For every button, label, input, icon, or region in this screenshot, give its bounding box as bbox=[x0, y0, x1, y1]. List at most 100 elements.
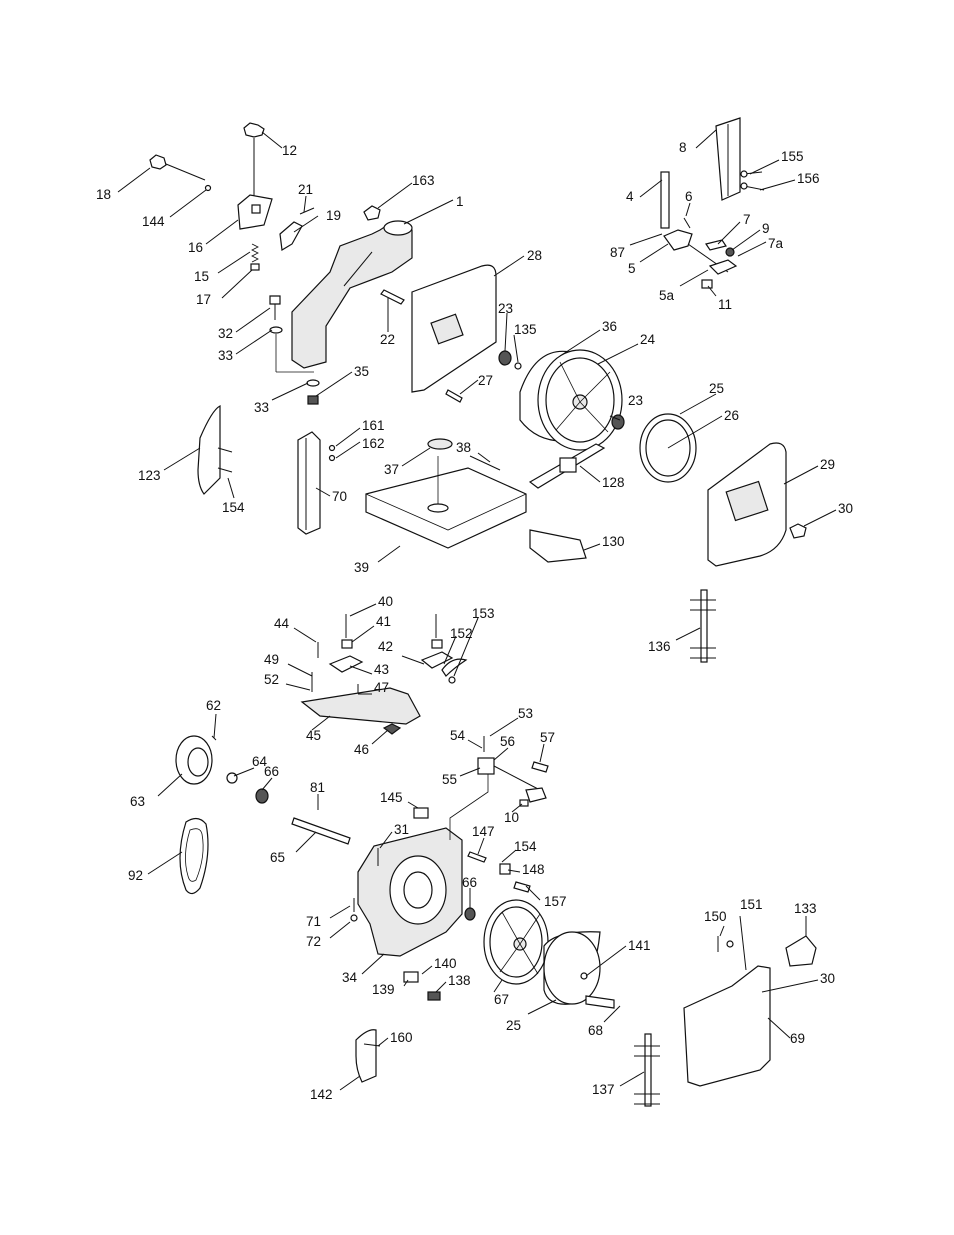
callout-10: 10 bbox=[504, 810, 519, 825]
drive-group bbox=[175, 735, 351, 895]
callout-64: 64 bbox=[252, 754, 268, 769]
callout-65: 65 bbox=[270, 850, 285, 865]
callout-62: 62 bbox=[206, 698, 221, 713]
callout-16: 16 bbox=[188, 240, 203, 255]
callout-17: 17 bbox=[196, 292, 211, 307]
callout-31: 31 bbox=[394, 822, 409, 837]
callout-148: 148 bbox=[522, 862, 545, 877]
callout-138: 138 bbox=[448, 973, 471, 988]
callout-46: 46 bbox=[354, 742, 369, 757]
callout-8: 8 bbox=[679, 140, 687, 155]
callout-42: 42 bbox=[378, 639, 393, 654]
callout-141: 141 bbox=[628, 938, 651, 953]
callout-34: 34 bbox=[342, 970, 358, 985]
callout-151: 151 bbox=[740, 897, 763, 912]
callout-152: 152 bbox=[450, 626, 473, 641]
callout-45: 45 bbox=[306, 728, 321, 743]
part-callouts: 12 18 144 16 15 17 21 19 163 1 32 33 33 … bbox=[96, 140, 853, 1102]
callout-154-lower: 154 bbox=[514, 839, 537, 854]
callout-43: 43 bbox=[374, 662, 389, 677]
callout-66: 66 bbox=[264, 764, 279, 779]
callout-25: 25 bbox=[709, 381, 724, 396]
callout-33-lower: 33 bbox=[254, 400, 269, 415]
callout-69: 69 bbox=[790, 1031, 805, 1046]
blade-guard-plates-right bbox=[690, 589, 716, 663]
callout-92: 92 bbox=[128, 868, 143, 883]
callout-6: 6 bbox=[685, 189, 693, 204]
callout-39: 39 bbox=[354, 560, 369, 575]
callout-35: 35 bbox=[354, 364, 369, 379]
callout-7a: 7a bbox=[768, 236, 784, 251]
callout-25-lower: 25 bbox=[506, 1018, 521, 1033]
callout-130: 130 bbox=[602, 534, 625, 549]
callout-150: 150 bbox=[704, 909, 727, 924]
callout-52: 52 bbox=[264, 672, 279, 687]
callout-1: 1 bbox=[456, 194, 464, 209]
callout-23-right: 23 bbox=[628, 393, 643, 408]
callout-54: 54 bbox=[450, 728, 466, 743]
callout-153: 153 bbox=[472, 606, 495, 621]
callout-55: 55 bbox=[442, 772, 457, 787]
lower-wheel-cover-right-group bbox=[639, 413, 807, 567]
lower-guide-group bbox=[300, 614, 468, 735]
callout-49: 49 bbox=[264, 652, 279, 667]
callout-63: 63 bbox=[130, 794, 145, 809]
callout-154: 154 bbox=[222, 500, 245, 515]
callout-157: 157 bbox=[544, 894, 567, 909]
callout-137: 137 bbox=[592, 1082, 615, 1097]
lower-cover-group bbox=[355, 935, 817, 1107]
callout-30: 30 bbox=[838, 501, 853, 516]
callout-5a: 5a bbox=[659, 288, 675, 303]
callout-28: 28 bbox=[527, 248, 542, 263]
callout-136: 136 bbox=[648, 639, 671, 654]
callout-68: 68 bbox=[588, 1023, 603, 1038]
callout-5: 5 bbox=[628, 261, 636, 276]
callout-24: 24 bbox=[640, 332, 656, 347]
callout-29: 29 bbox=[820, 457, 835, 472]
callout-140: 140 bbox=[434, 956, 457, 971]
callout-7: 7 bbox=[743, 212, 751, 227]
callout-12: 12 bbox=[282, 143, 297, 158]
callout-36: 36 bbox=[602, 319, 617, 334]
callout-160: 160 bbox=[390, 1030, 413, 1045]
callout-147: 147 bbox=[472, 824, 495, 839]
callout-56: 56 bbox=[500, 734, 515, 749]
callout-41: 41 bbox=[376, 614, 391, 629]
lower-frame-group bbox=[350, 807, 531, 1001]
callout-27: 27 bbox=[478, 373, 493, 388]
callout-26: 26 bbox=[724, 408, 739, 423]
callout-47: 47 bbox=[374, 680, 389, 695]
callout-37: 37 bbox=[384, 462, 399, 477]
table-group bbox=[197, 405, 606, 563]
blade-guide-group bbox=[660, 117, 765, 289]
callout-123: 123 bbox=[138, 468, 161, 483]
callout-87: 87 bbox=[610, 245, 625, 260]
callout-30-lower: 30 bbox=[820, 971, 835, 986]
callout-21: 21 bbox=[298, 182, 313, 197]
leader-lines bbox=[117, 129, 837, 1091]
callout-145: 145 bbox=[380, 790, 403, 805]
callout-11: 11 bbox=[718, 297, 732, 312]
callout-38: 38 bbox=[456, 440, 471, 455]
callout-163: 163 bbox=[412, 173, 435, 188]
callout-66-lower: 66 bbox=[462, 875, 477, 890]
callout-156: 156 bbox=[797, 171, 820, 186]
callout-44: 44 bbox=[274, 616, 290, 631]
callout-4: 4 bbox=[626, 189, 634, 204]
callout-128: 128 bbox=[602, 475, 625, 490]
lower-guide-right-group bbox=[449, 736, 549, 840]
callout-162: 162 bbox=[362, 436, 385, 451]
callout-161: 161 bbox=[362, 418, 385, 433]
callout-32: 32 bbox=[218, 326, 233, 341]
callout-22: 22 bbox=[380, 332, 395, 347]
callout-23: 23 bbox=[498, 301, 513, 316]
callout-81: 81 bbox=[310, 780, 325, 795]
upper-frame-group bbox=[149, 122, 413, 405]
callout-19: 19 bbox=[326, 208, 341, 223]
callout-57: 57 bbox=[540, 730, 555, 745]
upper-wheel-cover-group bbox=[411, 264, 625, 451]
callout-67: 67 bbox=[494, 992, 509, 1007]
callout-53: 53 bbox=[518, 706, 533, 721]
callout-18: 18 bbox=[96, 187, 111, 202]
